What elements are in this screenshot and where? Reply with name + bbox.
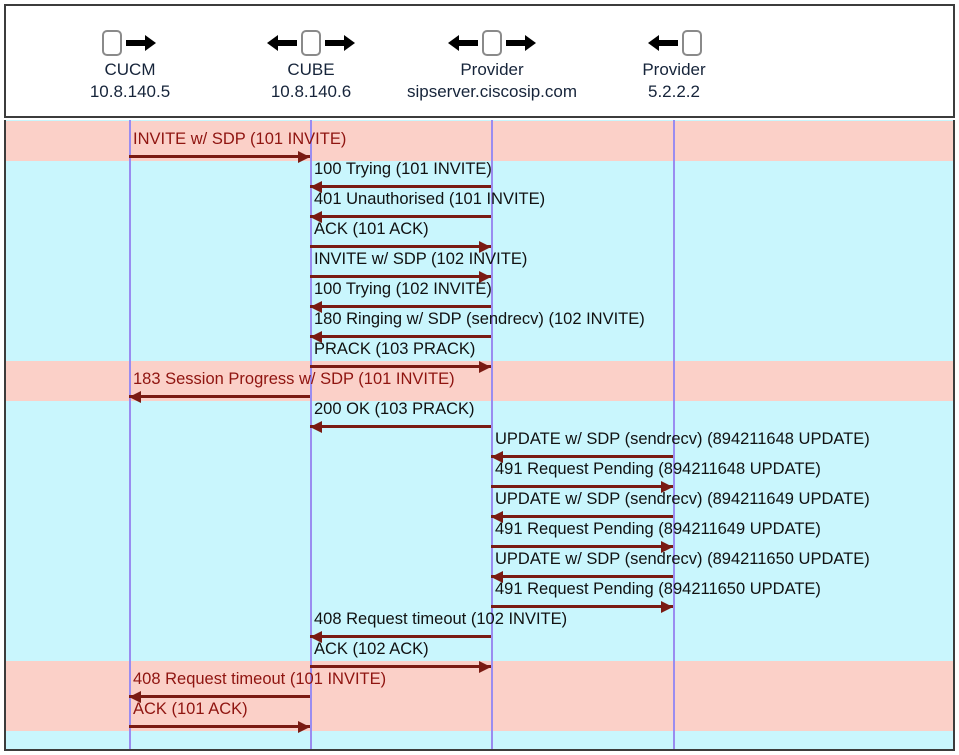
arrow-head-right-icon bbox=[661, 481, 673, 493]
host-box-icon bbox=[301, 30, 321, 56]
lifeline-provider-5222 bbox=[673, 120, 675, 749]
arrow-head-right-icon bbox=[479, 661, 491, 673]
message-arrow[interactable] bbox=[310, 305, 491, 308]
message-label: ACK (102 ACK) bbox=[314, 640, 429, 658]
arrow-head-left-icon bbox=[310, 301, 322, 313]
message-arrow[interactable] bbox=[310, 635, 491, 638]
arrow-head-right-icon bbox=[479, 241, 491, 253]
node-icon-group bbox=[646, 30, 702, 56]
message-label: 183 Session Progress w/ SDP (101 INVITE) bbox=[133, 370, 455, 388]
host-box-icon bbox=[102, 30, 122, 56]
arrow-right-icon bbox=[124, 32, 158, 54]
message-arrow[interactable] bbox=[310, 365, 491, 368]
host-box-icon bbox=[682, 30, 702, 56]
node-name: Provider bbox=[460, 60, 524, 79]
message-label: 408 Request timeout (101 INVITE) bbox=[133, 670, 387, 688]
message-label: 100 Trying (102 INVITE) bbox=[314, 280, 492, 298]
arrow-left-icon bbox=[446, 32, 480, 54]
message-label: 200 OK (103 PRACK) bbox=[314, 400, 475, 418]
arrow-head-left-icon bbox=[491, 571, 503, 583]
arrow-head-right-icon bbox=[661, 541, 673, 553]
message-arrow[interactable] bbox=[491, 545, 673, 548]
arrow-head-right-icon bbox=[479, 361, 491, 373]
message-label: INVITE w/ SDP (102 INVITE) bbox=[314, 250, 528, 268]
message-label: 180 Ringing w/ SDP (sendrecv) (102 INVIT… bbox=[314, 310, 645, 328]
node-address: sipserver.ciscosip.com bbox=[406, 82, 578, 101]
node-legend-header: CUCM 10.8.140.5 CUBE 10.8.140.6 Provider sips… bbox=[4, 4, 955, 118]
arrow-head-left-icon bbox=[310, 421, 322, 433]
arrow-head-left-icon bbox=[310, 631, 322, 643]
message-label: 491 Request Pending (894211650 UPDATE) bbox=[495, 580, 821, 598]
message-arrow[interactable] bbox=[310, 185, 491, 188]
node-name: Provider bbox=[642, 60, 706, 79]
message-arrow[interactable] bbox=[129, 395, 310, 398]
message-arrow[interactable] bbox=[129, 155, 310, 158]
host-box-icon bbox=[482, 30, 502, 56]
arrow-head-left-icon bbox=[491, 511, 503, 523]
arrow-head-right-icon bbox=[298, 151, 310, 163]
message-arrow[interactable] bbox=[129, 695, 310, 698]
node-address: 10.8.140.6 bbox=[270, 82, 352, 101]
message-arrow[interactable] bbox=[491, 515, 673, 518]
node-provider-sipserver[interactable]: Provider sipserver.ciscosip.com bbox=[397, 6, 602, 116]
message-label: 491 Request Pending (894211648 UPDATE) bbox=[495, 460, 821, 478]
message-arrow[interactable] bbox=[310, 245, 491, 248]
message-label: UPDATE w/ SDP (sendrecv) (894211650 UPDA… bbox=[495, 550, 870, 568]
message-arrow[interactable] bbox=[310, 425, 491, 428]
node-address: 10.8.140.5 bbox=[89, 82, 171, 101]
arrow-head-right-icon bbox=[479, 271, 491, 283]
message-arrow[interactable] bbox=[491, 455, 673, 458]
message-label: 491 Request Pending (894211649 UPDATE) bbox=[495, 520, 821, 538]
message-label: PRACK (103 PRACK) bbox=[314, 340, 476, 358]
message-arrow[interactable] bbox=[129, 725, 310, 728]
node-icon-group bbox=[102, 30, 158, 56]
message-arrow[interactable] bbox=[491, 605, 673, 608]
message-label: UPDATE w/ SDP (sendrecv) (894211649 UPDA… bbox=[495, 490, 870, 508]
message-label: ACK (101 ACK) bbox=[314, 220, 429, 238]
message-arrow[interactable] bbox=[310, 665, 491, 668]
lifeline-provider-sipserver bbox=[491, 120, 493, 749]
arrow-left-icon bbox=[646, 32, 680, 54]
message-arrow[interactable] bbox=[310, 275, 491, 278]
node-icon-group bbox=[265, 30, 357, 56]
node-name: CUCM bbox=[104, 60, 156, 79]
arrow-head-left-icon bbox=[491, 451, 503, 463]
message-label: UPDATE w/ SDP (sendrecv) (894211648 UPDA… bbox=[495, 430, 870, 448]
arrow-head-right-icon bbox=[661, 601, 673, 613]
message-arrow[interactable] bbox=[310, 215, 491, 218]
node-cube[interactable]: CUBE 10.8.140.6 bbox=[217, 6, 417, 116]
lifeline-cube bbox=[310, 120, 312, 749]
call-flow-canvas[interactable]: INVITE w/ SDP (101 INVITE) 100 Trying (10… bbox=[4, 120, 955, 751]
message-arrow[interactable] bbox=[491, 575, 673, 578]
node-icons bbox=[217, 18, 417, 64]
message-label: ACK (101 ACK) bbox=[133, 700, 248, 718]
arrow-head-left-icon bbox=[310, 211, 322, 223]
arrow-head-left-icon bbox=[310, 181, 322, 193]
lifeline-cucm bbox=[129, 120, 131, 749]
node-icons bbox=[582, 18, 792, 64]
message-label: 401 Unauthorised (101 INVITE) bbox=[314, 190, 546, 208]
arrow-head-right-icon bbox=[298, 721, 310, 733]
message-arrow[interactable] bbox=[491, 485, 673, 488]
node-icons bbox=[397, 18, 602, 64]
message-arrow[interactable] bbox=[310, 335, 491, 338]
arrow-right-icon bbox=[504, 32, 538, 54]
arrow-head-left-icon bbox=[129, 391, 141, 403]
node-provider-5222[interactable]: Provider 5.2.2.2 bbox=[582, 6, 792, 116]
node-icons bbox=[22, 18, 237, 64]
node-address: 5.2.2.2 bbox=[648, 82, 700, 101]
arrow-head-left-icon bbox=[129, 691, 141, 703]
arrow-right-icon bbox=[323, 32, 357, 54]
node-cucm[interactable]: CUCM 10.8.140.5 bbox=[22, 6, 237, 116]
highlight-band bbox=[6, 121, 953, 161]
message-label: 100 Trying (101 INVITE) bbox=[314, 160, 492, 178]
node-name: CUBE bbox=[287, 60, 335, 79]
message-label: INVITE w/ SDP (101 INVITE) bbox=[133, 130, 347, 148]
arrow-head-left-icon bbox=[310, 331, 322, 343]
message-label: 408 Request timeout (102 INVITE) bbox=[314, 610, 568, 628]
node-icon-group bbox=[446, 30, 538, 56]
arrow-left-icon bbox=[265, 32, 299, 54]
